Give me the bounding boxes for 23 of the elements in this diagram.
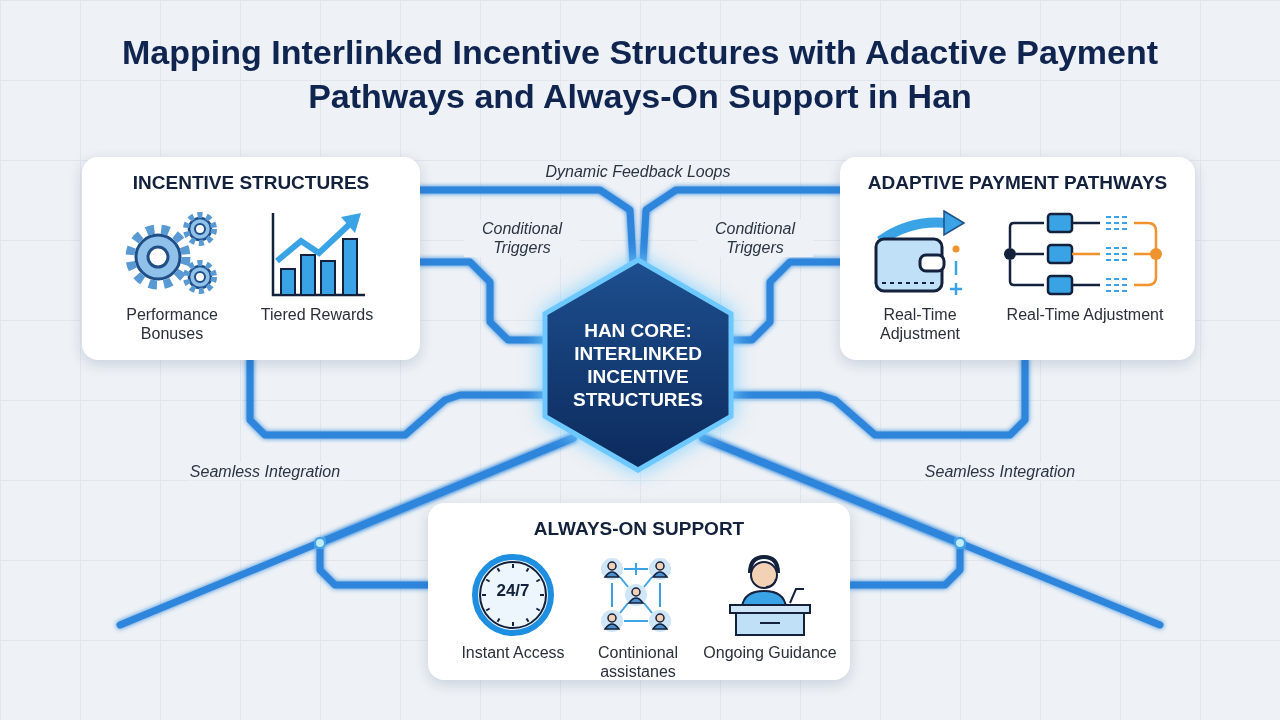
item-label: Performance Bonuses [125,305,219,343]
edge-label: Conditional Triggers [464,219,580,257]
panel-heading: ALWAYS-ON SUPPORT [532,518,746,540]
clock-label: 24/7 [495,581,531,601]
edge-label: Seamless Integration [186,461,344,481]
connector-line [699,434,964,589]
item-label: Tiered Rewards [260,305,374,324]
item-label: Real-Time Adjustment [1006,305,1164,324]
connector-line [316,434,577,589]
panel-heading: ADAPTIVE PAYMENT PATHWAYS [866,172,1169,194]
diagram-title: Mapping Interlinked Incentive Structures with Adactive Payment Pathways and Always-On Support in Han [121,32,1159,117]
hexagon-node [543,258,733,472]
edge-label: Seamless Integration [921,461,1079,481]
item-label: Ongoing Guidance [703,643,837,662]
hub-title: HAN CORE: INTERLINKED INCENTIVE STRUCTURES [572,319,704,411]
edge-label: Conditional Triggers [697,219,813,257]
panel-card [82,157,420,360]
item-label: Instant Access [461,643,565,662]
item-label: Continional assistanes [596,643,680,681]
panel-card [428,503,850,680]
panel-heading: INCENTIVE STRUCTURES [131,172,371,194]
item-label: Real-Time Adjustment [878,305,961,343]
panel-card [840,157,1195,360]
